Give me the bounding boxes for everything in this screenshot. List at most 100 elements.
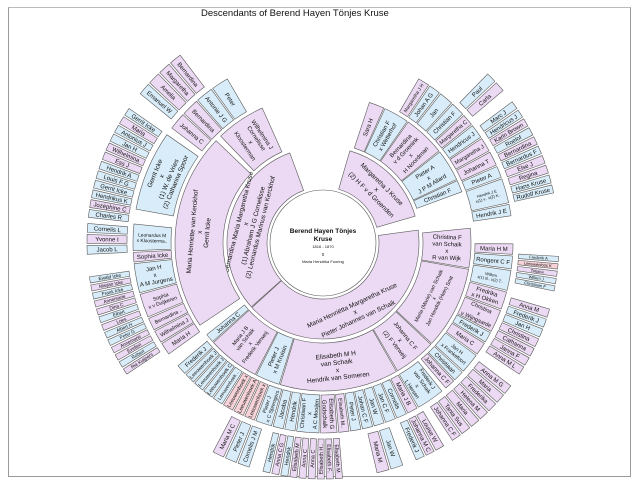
person-box[interactable]: [390, 374, 418, 414]
person-box[interactable]: [289, 436, 302, 478]
person-box[interactable]: [372, 383, 396, 423]
person-box[interactable]: [372, 311, 432, 372]
person-box[interactable]: [460, 376, 497, 412]
person-box[interactable]: [518, 253, 559, 263]
person-box[interactable]: [86, 244, 128, 255]
person-box[interactable]: [502, 314, 544, 338]
person-box[interactable]: [453, 383, 488, 420]
person-box[interactable]: [490, 337, 530, 366]
person-box[interactable]: [148, 302, 189, 331]
person-box[interactable]: [335, 393, 350, 433]
person-box[interactable]: [107, 323, 147, 346]
person-box[interactable]: [399, 419, 425, 461]
person-box[interactable]: [473, 253, 513, 270]
person-box[interactable]: [471, 203, 512, 222]
person-box[interactable]: [413, 180, 463, 209]
person-box[interactable]: [122, 347, 161, 375]
person-box[interactable]: [316, 438, 325, 480]
person-box[interactable]: [220, 107, 283, 172]
person-box[interactable]: [435, 115, 472, 149]
person-box[interactable]: [504, 155, 546, 178]
person-box[interactable]: [90, 277, 132, 292]
person-box[interactable]: [493, 127, 534, 154]
person-box[interactable]: [177, 340, 213, 374]
person-box[interactable]: [91, 189, 133, 206]
person-box[interactable]: [473, 361, 512, 394]
person-box[interactable]: [98, 160, 140, 182]
person-box[interactable]: [501, 145, 542, 170]
person-box[interactable]: [223, 372, 251, 411]
person-box[interactable]: [344, 391, 362, 432]
person-box[interactable]: [354, 389, 373, 430]
person-box[interactable]: [457, 296, 501, 332]
person-box[interactable]: [95, 170, 137, 190]
person-box[interactable]: [426, 103, 464, 141]
person-box[interactable]: [251, 229, 420, 340]
person-box[interactable]: [296, 393, 321, 434]
person-box[interactable]: [416, 93, 452, 132]
person-box[interactable]: [96, 297, 137, 316]
person-box[interactable]: [174, 140, 252, 326]
person-box[interactable]: [517, 259, 559, 270]
person-box[interactable]: [489, 118, 529, 147]
person-box[interactable]: [101, 151, 143, 174]
person-box[interactable]: [399, 78, 429, 118]
person-box[interactable]: [380, 121, 440, 182]
person-box[interactable]: [466, 82, 504, 117]
person-box[interactable]: [408, 415, 435, 456]
person-box[interactable]: [109, 133, 150, 159]
person-box[interactable]: [93, 290, 135, 308]
person-box[interactable]: [183, 100, 223, 140]
person-box[interactable]: [93, 179, 135, 198]
person-box[interactable]: [474, 243, 514, 255]
person-box[interactable]: [479, 101, 518, 132]
person-box[interactable]: [171, 114, 212, 152]
person-box[interactable]: [461, 166, 502, 191]
person-box[interactable]: [456, 151, 497, 181]
person-box[interactable]: [510, 174, 552, 194]
person-box[interactable]: [420, 352, 455, 389]
person-box[interactable]: [445, 322, 485, 355]
person-box[interactable]: [325, 438, 334, 480]
person-box[interactable]: [89, 199, 131, 214]
person-box[interactable]: [124, 108, 163, 138]
person-box[interactable]: [244, 381, 269, 421]
person-box[interactable]: [367, 430, 390, 474]
person-box[interactable]: [104, 316, 144, 339]
person-box[interactable]: [119, 116, 158, 145]
person-box[interactable]: [307, 438, 317, 480]
person-box[interactable]: [416, 411, 445, 451]
person-box[interactable]: [485, 345, 525, 375]
person-box[interactable]: [515, 272, 557, 285]
person-box[interactable]: [284, 391, 301, 432]
person-box[interactable]: [203, 360, 235, 398]
person-box[interactable]: [170, 54, 205, 94]
person-box[interactable]: [161, 323, 201, 355]
person-box[interactable]: [379, 427, 404, 470]
person-box[interactable]: [206, 304, 249, 342]
person-box[interactable]: [514, 278, 556, 292]
person-box[interactable]: [237, 425, 262, 468]
person-box[interactable]: [98, 304, 139, 324]
person-box[interactable]: [320, 394, 338, 434]
person-box[interactable]: [452, 314, 491, 343]
person-box[interactable]: [213, 309, 278, 375]
person-box[interactable]: [428, 346, 463, 381]
person-box[interactable]: [508, 297, 550, 318]
person-box[interactable]: [88, 209, 130, 222]
person-box[interactable]: [262, 432, 280, 474]
person-box[interactable]: [280, 435, 295, 477]
person-box[interactable]: [133, 259, 177, 294]
person-box[interactable]: [408, 85, 440, 124]
person-box[interactable]: [442, 125, 482, 159]
person-box[interactable]: [213, 366, 243, 405]
person-box[interactable]: [86, 223, 128, 235]
person-box[interactable]: [398, 361, 443, 408]
person-box[interactable]: [89, 270, 131, 284]
person-box[interactable]: [101, 310, 142, 331]
person-box[interactable]: [110, 329, 150, 354]
person-box[interactable]: [92, 284, 133, 300]
person-box[interactable]: [401, 151, 458, 201]
person-box[interactable]: [396, 260, 469, 344]
person-box[interactable]: [212, 416, 241, 458]
